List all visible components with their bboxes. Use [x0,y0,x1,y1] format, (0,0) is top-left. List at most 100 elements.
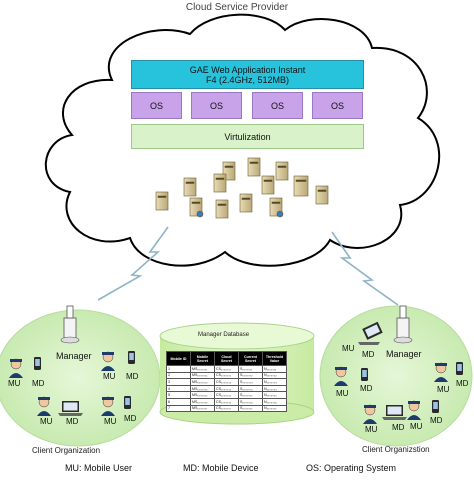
server-icon [239,193,253,213]
server-cluster [155,157,329,219]
table-cell: S₁₀₀₀₀₀₃ [238,378,263,386]
legend-operating-system: OS: Operating System [306,463,397,473]
gae-line-2: F4 (2.4GHz, 512MB) [205,74,290,85]
table-cell: CS₁₀₀₀₀₀₂ [214,371,239,380]
server-icon [215,199,229,219]
gae-instance-box: GAE Web Application Instant F4 (2.4GHz, … [131,60,364,89]
server-icon [189,197,204,218]
md-label: MD [360,384,373,393]
right-manager-label: Manager [386,349,422,359]
table-cell: S₁₀₀₀₀₀₅ [238,391,263,399]
laptop-icon [382,405,407,420]
server-icon [275,161,289,181]
md-label: MD [126,372,139,381]
table-cell: S₁₀₀₀₀₀₁ [238,365,263,373]
diagram-title: Cloud Service Provider [185,2,289,13]
mu-label: MU [40,417,53,426]
md-label: MD [392,423,405,432]
os-box-3: OS [252,92,303,119]
right-wireless-link [331,231,399,306]
md-label: MD [66,417,79,426]
mu-label: MU [104,417,117,426]
mobile-device-icon [456,362,463,375]
mu-label: MU [437,385,450,394]
mobile-user-icon [334,366,348,386]
left-manager-label: Manager [56,351,92,361]
mobile-device-icon [34,357,41,370]
table-header-cell: Current Secret [238,351,263,366]
table-cell: 5 [166,391,191,399]
table-cell: CS₁₀₀₀₀₀₃ [214,378,239,386]
table-header-cell: Threshold Value [262,351,287,366]
table-cell: MS₁₀₀₀₀₀₄ [190,384,215,393]
table-cell: S₁₀₀₀₀₀₇ [238,404,263,413]
table-cell: MS₁₀₀₀₀₀₂ [190,371,215,380]
mobile-user-icon [407,400,421,420]
table-cell: N₁₀₀₀₀₀₄ [262,384,287,393]
mu-label: MU [365,425,378,434]
table-cell: MS₁₀₀₀₀₀₇ [190,404,215,413]
table-cell: CS₁₀₀₀₀₀₆ [214,397,239,406]
os-box-2: OS [191,92,242,119]
table-cell: CS₁₀₀₀₀₀₁ [214,365,239,373]
legend-mobile-user: MU: Mobile User [65,463,133,473]
server-icon [315,185,329,205]
table-header-cell: Mobile ID [166,351,191,366]
legend-mobile-device: MD: Mobile Device [183,463,259,473]
table-cell: N₁₀₀₀₀₀₆ [262,397,287,406]
table-cell: N₁₀₀₀₀₀₇ [262,404,287,413]
mobile-user-icon [434,362,448,382]
laptop-icon [358,321,383,345]
mu-label: MU [336,389,349,398]
mobile-user-icon [101,351,115,371]
mu-label: MU [8,379,21,388]
left-wireless-link [97,226,169,301]
mobile-device-icon [128,351,135,364]
table-cell: 4 [166,384,191,393]
left-organization-label: Client Organization [32,446,101,455]
mobile-device-icon [432,400,439,413]
server-icon [155,191,169,211]
mobile-device-icon [361,368,368,381]
table-cell: 7 [166,404,191,413]
right-manager-tower-icon [393,305,413,344]
table-cell: 2 [166,371,191,380]
laptop-icon [58,401,83,416]
table-cell: MS₁₀₀₀₀₀₃ [190,378,215,386]
right-organization-label: Client Organizstion [362,445,430,454]
mobile-user-icon [363,404,377,424]
table-cell: N₁₀₀₀₀₀₅ [262,391,287,399]
table-cell: 6 [166,397,191,406]
mobile-user-icon [9,358,23,378]
mu-label: MU [103,372,116,381]
left-manager-tower-icon [60,305,80,344]
server-icon [293,175,309,197]
server-icon [261,175,275,195]
server-icon [247,157,261,177]
table-cell: 1 [166,365,191,373]
table-cell: N₁₀₀₀₀₀₃ [262,378,287,386]
server-icon [183,177,197,197]
table-cell: MS₁₀₀₀₀₀₆ [190,397,215,406]
mu-label: MU [410,422,423,431]
os-box-1: OS [131,92,182,119]
mobile-user-icon [37,396,51,416]
mu-label: MU [342,344,355,353]
server-icon [213,173,227,193]
server-icon [269,197,284,218]
table-cell: CS₁₀₀₀₀₀₄ [214,384,239,393]
table-header-cell: Cloud Secret [214,351,239,366]
table-cell: N₁₀₀₀₀₀₂ [262,371,287,380]
table-cell: N₁₀₀₀₀₀₁ [262,365,287,373]
table-cell: CS₁₀₀₀₀₀₅ [214,391,239,399]
left-users [9,351,135,416]
table-cell: CS₁₀₀₀₀₀₇ [214,404,239,413]
table-cell: MS₁₀₀₀₀₀₅ [190,391,215,399]
